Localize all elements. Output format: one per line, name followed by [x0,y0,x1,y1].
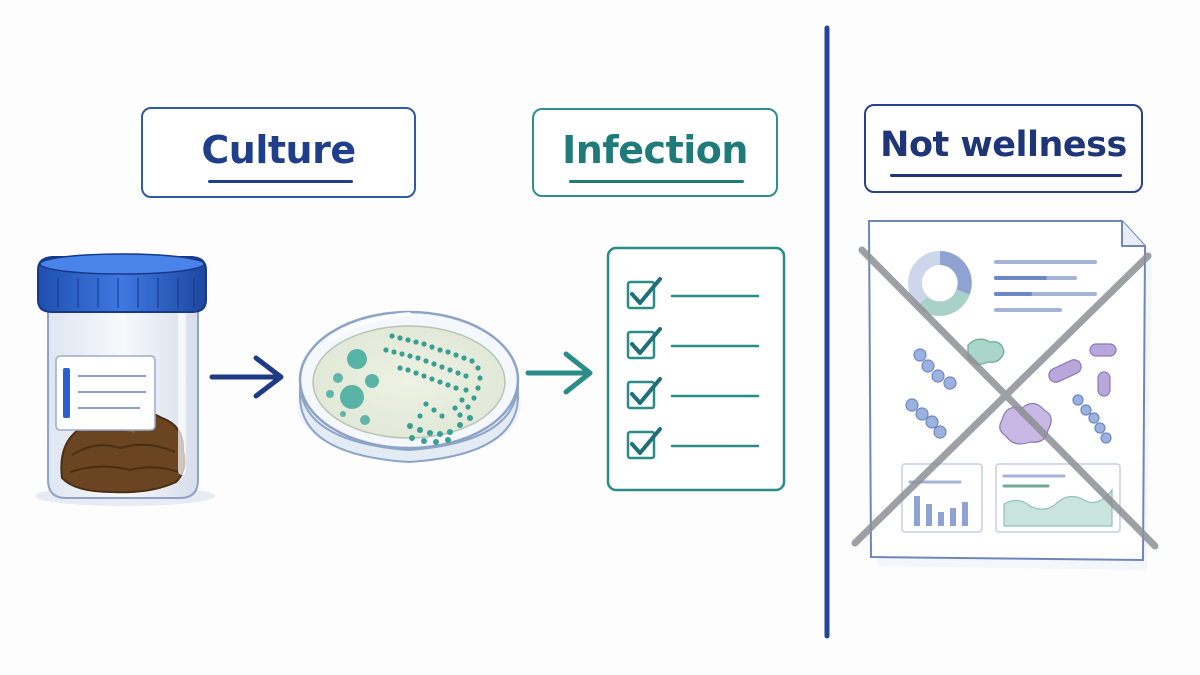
arrow-right-icon [525,351,593,395]
cross-out-icon [851,246,1159,550]
culture-label: Culture [201,131,356,183]
infection-label-box: Infection [532,108,778,197]
not-wellness-label-box: Not wellness [864,104,1143,193]
arrow-right-icon [209,355,284,399]
not-wellness-label: Not wellness [880,128,1127,177]
specimen-jar-icon [35,253,215,506]
checklist-icon [606,246,786,492]
petri-dish-icon [297,310,521,464]
infection-label: Infection [562,131,748,183]
culture-label-box: Culture [141,107,416,198]
